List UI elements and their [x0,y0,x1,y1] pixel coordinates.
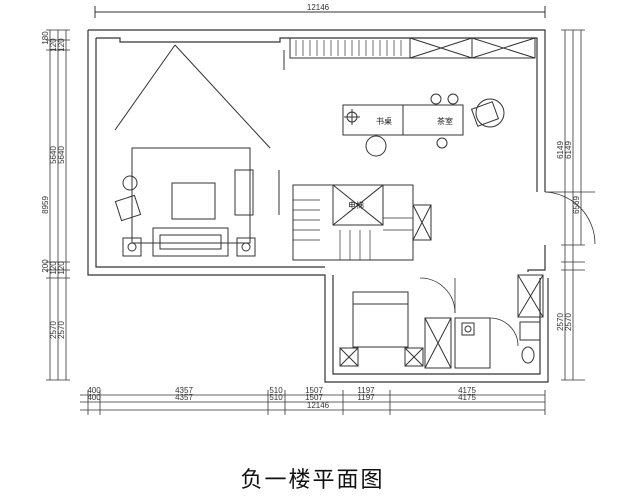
top-total-dimension: 12146 [307,3,330,12]
stair-core [292,184,432,261]
outer-walls [87,29,596,383]
left-top-small-3: 120 [57,38,66,52]
tea-room-label: 茶室 [437,116,453,126]
left-dimension-lines [46,29,70,381]
left-low-dimension-2: 2570 [57,321,66,339]
left-top-small-2: 120 [49,38,58,52]
desk-tea-area [342,93,505,157]
right-low-dimension: 2570 [556,313,565,331]
living-room [114,44,285,257]
bottom-seg-3: 510 [269,386,283,395]
bottom-seg-1: 400 [87,386,101,395]
left-low-dimension: 2570 [49,321,58,339]
left-bottom-small-1: 200 [41,259,50,273]
bottom-total-dimension: 12146 [307,401,330,410]
left-mid-dimension-2: 5640 [57,146,66,164]
left-mid-dimension: 5640 [49,146,58,164]
right-dimension-lines [561,29,585,381]
right-low-dimension-2: 2570 [564,313,573,331]
bottom-seg-1b: 400 [87,393,101,402]
bottom-seg-4: 1507 [305,386,323,395]
bottom-seg-6b: 4175 [458,393,476,402]
desk-label: 书桌 [376,116,392,126]
left-total-dimension: 8959 [41,196,50,214]
bathroom [454,274,544,369]
storage-cabinets [289,37,536,59]
bottom-seg-3b: 510 [269,393,283,402]
bottom-seg-5b: 1197 [357,393,375,402]
bottom-dimension-lines [80,390,546,415]
bedroom [339,277,456,369]
left-bottom-small-2: 120 [49,261,58,275]
left-top-small-1: 180 [41,31,50,45]
bottom-seg-2: 4357 [175,386,193,395]
bottom-seg-5: 1197 [357,386,375,395]
bottom-seg-4b: 1507 [305,393,323,402]
left-bottom-small-3: 120 [57,261,66,275]
bottom-seg-6: 4175 [458,386,476,395]
right-mid-dimension-2: 6149 [564,141,573,159]
top-dimension-line [94,6,546,18]
bottom-seg-2b: 4357 [175,393,193,402]
right-mid-dimension: 6149 [556,141,565,159]
plan-title: 负一楼平面图 [240,468,385,493]
elevator-label: 电梯 [348,200,364,210]
right-total-dimension: 6569 [572,196,581,214]
